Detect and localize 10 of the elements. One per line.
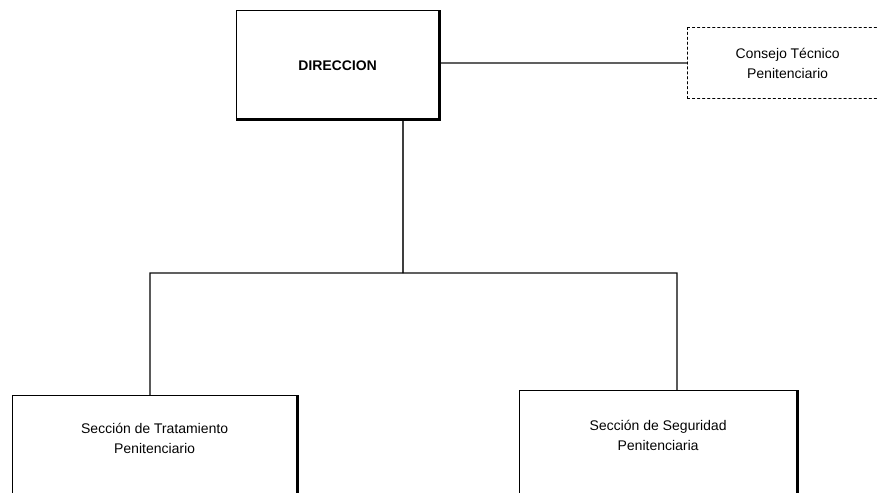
org-box xyxy=(12,395,299,493)
dashed-box xyxy=(687,27,877,99)
org-box xyxy=(519,390,799,493)
box-label: Sección de Seguridad Penitenciaria xyxy=(588,416,728,455)
box-label: Consejo Técnico Penitenciario xyxy=(734,44,841,83)
box-label: DIRECCION xyxy=(298,56,377,74)
box-label: Sección de Tratamiento Penitenciario xyxy=(80,418,230,458)
connector-line xyxy=(402,121,678,390)
connector-line xyxy=(441,62,687,64)
org-box xyxy=(236,10,441,121)
